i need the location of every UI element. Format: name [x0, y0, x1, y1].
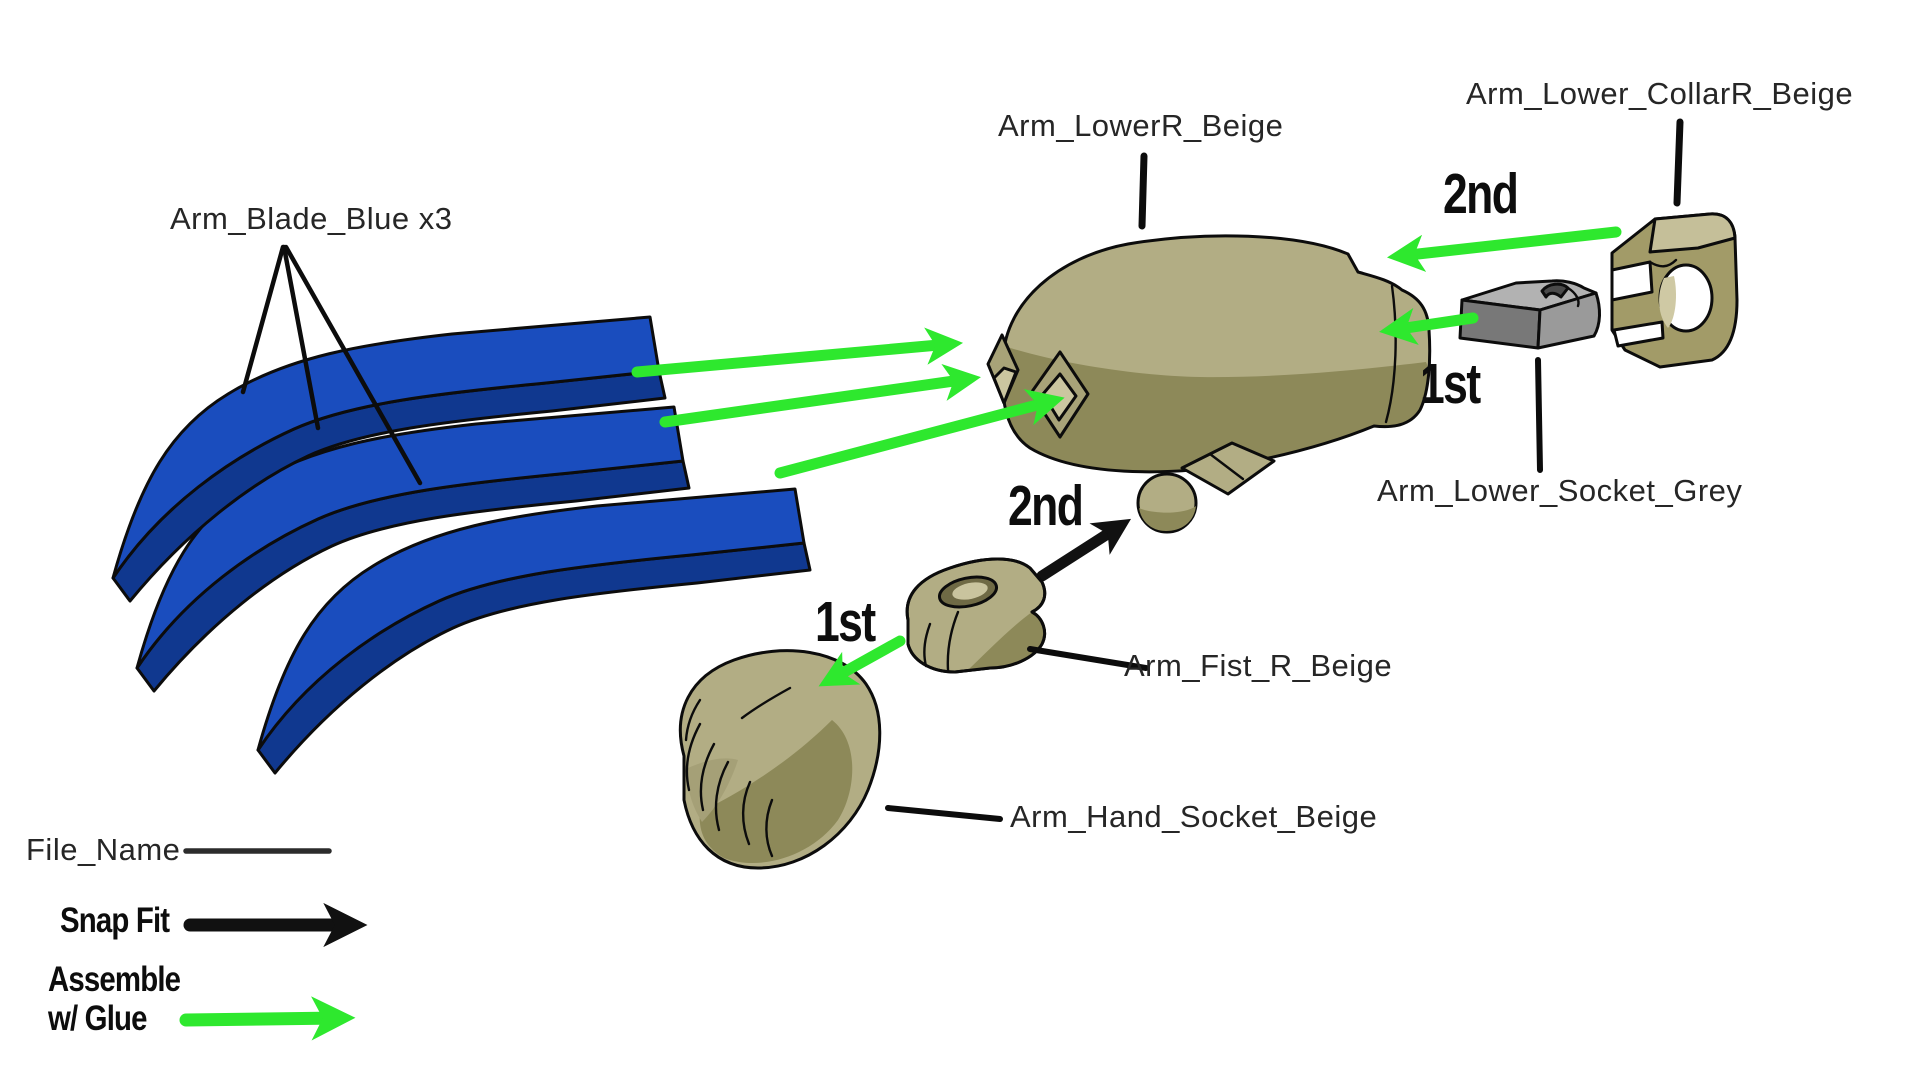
legend-snap-fit-label: Snap Fit: [60, 901, 170, 940]
label-blade: Arm_Blade_Blue x3: [170, 201, 453, 236]
label-fist: Arm_Fist_R_Beige: [1124, 648, 1393, 683]
pointer-line-collar: [1673, 118, 1684, 207]
pointer-line-hand: [885, 805, 1003, 822]
legend-file-name-label: File_Name: [26, 832, 181, 867]
glue-arrow-blade-bottom: [774, 389, 1065, 479]
glue-arrow-socket: [1379, 307, 1479, 345]
order-marker-grey-socket: 1st: [1420, 352, 1481, 416]
pointer-line-lower-arm: [1138, 152, 1148, 230]
pointer-lines-blade: [240, 244, 423, 486]
glue-arrow-collar: [1386, 226, 1622, 272]
fist-piece: [905, 557, 1047, 674]
blade-socket-diamond-small: [986, 333, 1020, 405]
label-collar: Arm_Lower_CollarR_Beige: [1466, 76, 1854, 111]
order-marker-fist-ball: 2nd: [1008, 474, 1084, 538]
glue-arrow-blade-top: [631, 327, 964, 378]
legend-glue-label-line1: Assemble: [48, 960, 181, 999]
glue-arrows-blades: [631, 327, 1065, 479]
pointer-line-fist: [1027, 646, 1149, 671]
label-hand: Arm_Hand_Socket_Beige: [1010, 799, 1378, 834]
order-marker-collar: 2nd: [1443, 162, 1519, 226]
label-grey-socket: Arm_Lower_Socket_Grey: [1377, 473, 1743, 508]
legend-glue-label-line2: w/ Glue: [48, 999, 148, 1038]
pointer-line-grey-socket: [1535, 357, 1543, 473]
glue-arrow-blade-mid: [659, 363, 981, 428]
collar-piece: [1610, 212, 1739, 369]
glue-arrow-fist-hand: [818, 635, 906, 687]
grey-socket-piece: [1458, 279, 1601, 350]
ball-joint: [1136, 472, 1198, 534]
order-marker-hand: 1st: [815, 590, 876, 654]
legend-glue-arrow: [179, 996, 356, 1041]
snap-arrow-fist-ball: [1036, 518, 1132, 582]
label-lower-arm: Arm_LowerR_Beige: [998, 108, 1284, 143]
wrist-wedge: [1180, 441, 1276, 496]
hand-piece: [678, 649, 882, 870]
